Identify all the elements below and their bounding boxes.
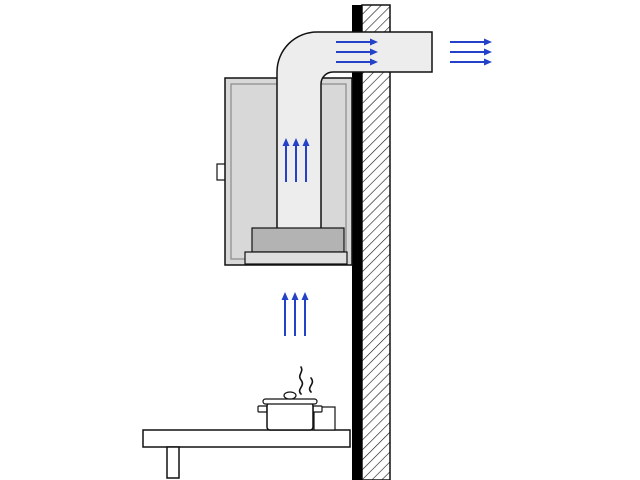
hood-filter-panel bbox=[244, 251, 348, 265]
pot-handle-right bbox=[312, 405, 323, 413]
steam-icon bbox=[298, 366, 304, 395]
wall-hatched-layer bbox=[361, 4, 391, 480]
hood-blower bbox=[251, 227, 345, 253]
pot-lid-knob bbox=[283, 391, 297, 400]
counter bbox=[142, 429, 351, 479]
wall-core bbox=[352, 5, 362, 480]
countertop bbox=[142, 429, 351, 448]
counter-item-box bbox=[313, 406, 336, 431]
hood-lower-section bbox=[244, 227, 348, 265]
steam-icon bbox=[308, 377, 314, 393]
pot-lid bbox=[262, 398, 318, 405]
airflow-arrows-duct-rise bbox=[282, 138, 310, 182]
cooking-pot bbox=[257, 366, 323, 431]
airflow-arrows-duct-horizontal bbox=[336, 38, 378, 66]
airflow-arrows-intake bbox=[281, 292, 309, 336]
exhaust-duct bbox=[276, 31, 433, 231]
pot-handle-left bbox=[257, 405, 268, 413]
pot-body bbox=[266, 402, 314, 431]
airflow-arrows-outlet bbox=[450, 38, 492, 66]
wall bbox=[352, 4, 391, 480]
counter-leg bbox=[166, 446, 180, 479]
